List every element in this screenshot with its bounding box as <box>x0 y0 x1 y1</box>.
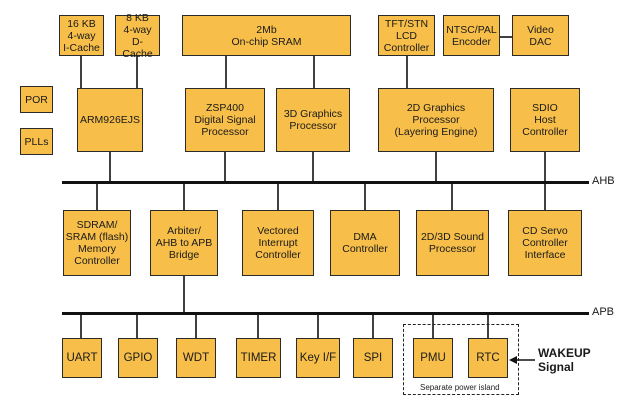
power-island-label: Separate power island <box>420 383 500 392</box>
plls-block: PLLs <box>20 128 53 155</box>
video-dac-block: Video DAC <box>512 15 569 56</box>
sdram-controller-block: SDRAM/ SRAM (flash) Memory Controller <box>63 210 131 276</box>
ahb-bus <box>62 181 589 184</box>
wakeup-signal-label: WAKEUP Signal <box>538 346 591 374</box>
gpio-block: GPIO <box>118 338 158 378</box>
sound-processor-block: 2D/3D Sound Processor <box>416 210 489 276</box>
zsp400-dsp-block: ZSP400 Digital Signal Processor <box>185 88 265 152</box>
keyif-block: Key I/F <box>296 338 340 378</box>
arbiter-bridge-block: Arbiter/ AHB to APB Bridge <box>150 210 218 276</box>
ahb-label: AHB <box>592 175 615 187</box>
timer-block: TIMER <box>236 338 281 378</box>
lcd-controller-block: TFT/STN LCD Controller <box>378 15 435 56</box>
wakeup-arrow-head <box>509 356 517 364</box>
cd-servo-block: CD Servo Controller Interface <box>508 210 582 276</box>
icache-block: 16 KB 4-way I-Cache <box>59 15 104 56</box>
gfx2d-processor-block: 2D Graphics Processor (Layering Engine) <box>378 88 494 152</box>
por-block: POR <box>20 86 53 113</box>
uart-block: UART <box>62 338 102 378</box>
spi-block: SPI <box>353 338 393 378</box>
wdt-block: WDT <box>176 338 216 378</box>
dcache-block: 8 KB 4-way D-Cache <box>115 12 160 60</box>
rtc-block: RTC <box>468 338 508 378</box>
arm926ejs-block: ARM926EJS <box>77 88 143 152</box>
dma-controller-block: DMA Controller <box>330 210 400 276</box>
apb-bus <box>62 312 589 315</box>
pmu-block: PMU <box>413 338 453 378</box>
sdio-controller-block: SDIO Host Controller <box>510 88 580 152</box>
ntsc-encoder-block: NTSC/PAL Encoder <box>443 15 500 56</box>
power-island <box>403 324 519 395</box>
gfx3d-processor-block: 3D Graphics Processor <box>276 88 350 152</box>
apb-label: APB <box>592 306 615 318</box>
sram-block: 2Mb On-chip SRAM <box>182 15 351 56</box>
vic-block: Vectored Interrupt Controller <box>242 210 314 276</box>
